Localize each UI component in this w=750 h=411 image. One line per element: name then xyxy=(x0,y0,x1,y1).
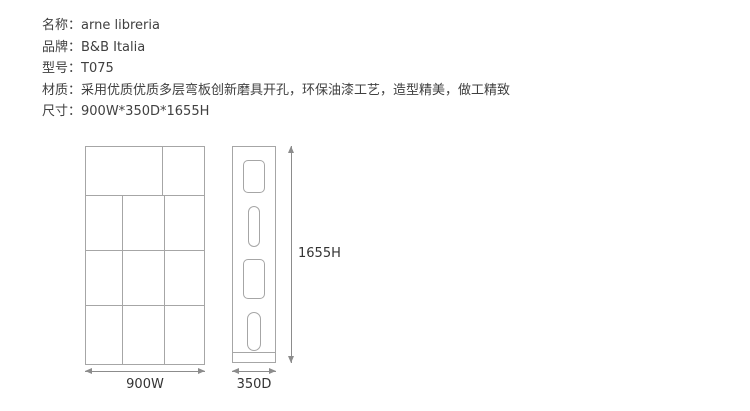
spec-row-name: 名称：arne libreria xyxy=(42,15,510,37)
height-dimension-label: 1655H xyxy=(298,246,341,261)
spec-row-model: 型号：T075 xyxy=(42,58,510,80)
spec-label-material: 材质： xyxy=(42,82,82,98)
spec-label-name: 名称： xyxy=(42,18,82,33)
depth-dimension-line xyxy=(232,368,276,374)
side-base-line xyxy=(233,352,275,353)
front-view-row xyxy=(86,147,204,196)
spec-row-brand: 品牌：B&B Italia xyxy=(42,37,510,59)
spec-value-size: 900W*350D*1655H xyxy=(81,104,210,119)
shelf-cell xyxy=(123,251,166,305)
front-view-row xyxy=(86,306,204,364)
side-cutout xyxy=(243,160,265,193)
shelf-cell xyxy=(165,306,204,364)
spec-label-brand: 品牌： xyxy=(42,39,82,55)
front-view-row xyxy=(86,196,204,251)
spec-label-model: 型号： xyxy=(42,61,82,76)
height-dimension-line xyxy=(288,146,294,363)
shelf-cell xyxy=(123,306,166,364)
front-view-drawing xyxy=(85,146,205,365)
spec-list: 名称：arne libreria 品牌：B&B Italia 型号：T075 材… xyxy=(42,15,510,123)
width-dimension-label: 900W xyxy=(126,377,164,392)
front-view-row xyxy=(86,251,204,306)
spec-value-material: 采用优质优质多层弯板创新磨具开孔，环保油漆工艺，造型精美，做工精致 xyxy=(81,82,511,98)
shelf-cell xyxy=(86,251,123,305)
shelf-cell xyxy=(165,251,204,305)
spec-row-material: 材质：采用优质优质多层弯板创新磨具开孔，环保油漆工艺，造型精美，做工精致 xyxy=(42,80,510,102)
depth-dimension-label: 350D xyxy=(236,377,272,392)
spec-row-size: 尺寸：900W*350D*1655H xyxy=(42,101,510,123)
side-cutout xyxy=(248,206,260,247)
shelf-cell xyxy=(163,147,204,195)
spec-value-model: T075 xyxy=(81,61,114,76)
shelf-cell xyxy=(86,147,163,195)
spec-value-name: arne libreria xyxy=(81,18,160,33)
shelf-cell xyxy=(123,196,166,250)
shelf-cell xyxy=(165,196,204,250)
spec-label-size: 尺寸： xyxy=(42,104,82,119)
side-view-drawing xyxy=(232,146,276,363)
shelf-cell xyxy=(86,196,123,250)
side-cutout xyxy=(247,312,261,351)
width-dimension-line xyxy=(85,368,205,374)
side-cutout xyxy=(243,259,265,299)
spec-value-brand: B&B Italia xyxy=(81,39,146,55)
shelf-cell xyxy=(86,306,123,364)
